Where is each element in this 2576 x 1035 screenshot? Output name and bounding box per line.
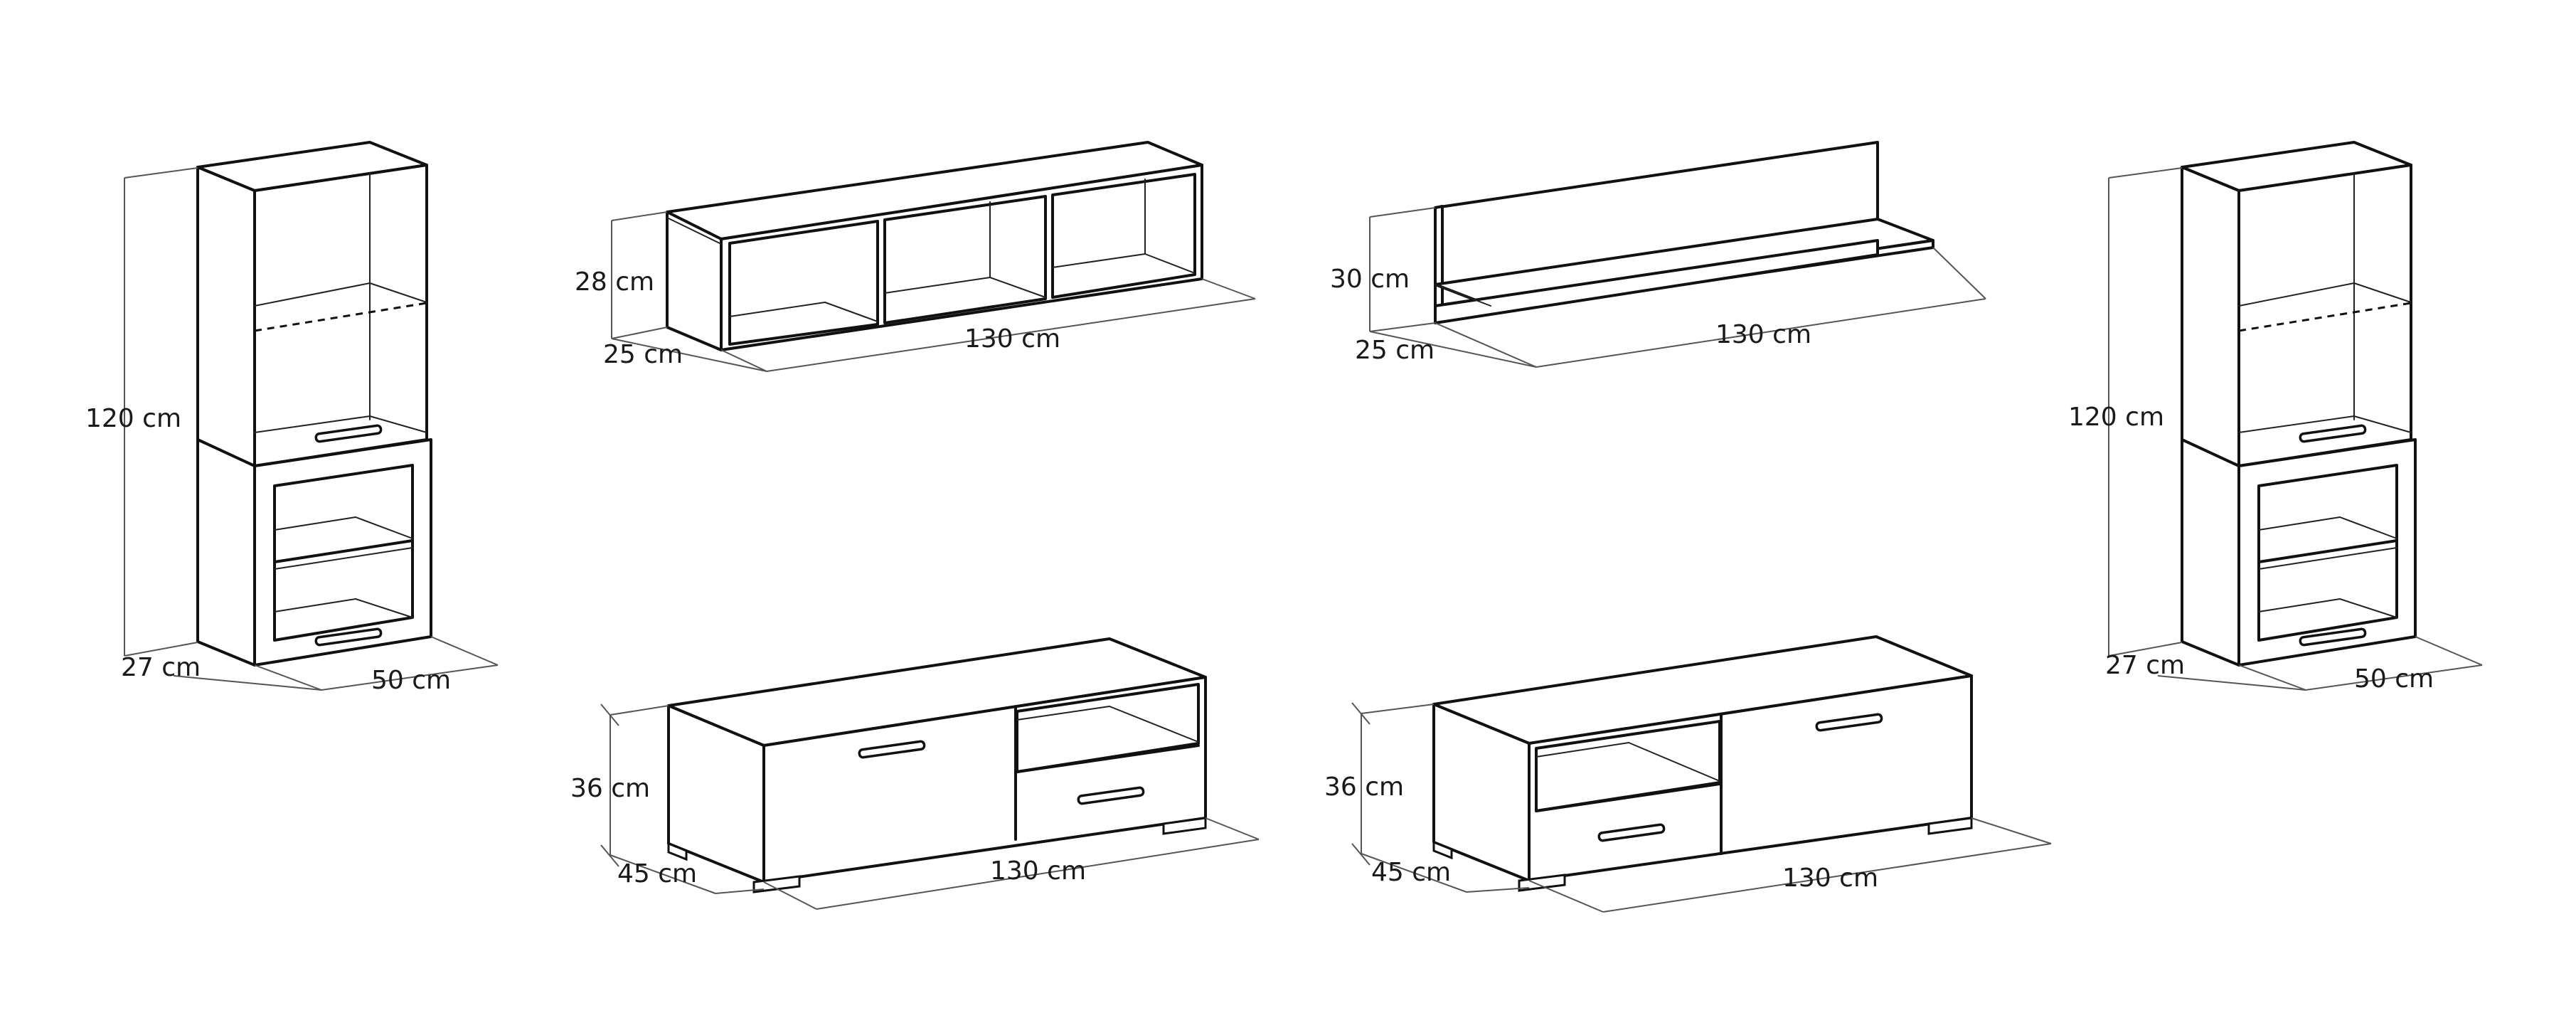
dim-height-label: 120 cm [85,404,181,433]
floating-shelf: 30 cm 25 cm 130 cm [1330,141,1986,368]
door-handle [858,740,926,759]
stand-foot [667,842,688,861]
dim-width-label: 50 cm [2354,664,2434,694]
cabinet-handle [2299,627,2367,647]
cabinet-side [196,166,256,667]
dim-height-label: 36 cm [1324,773,1404,802]
dim-height-label: 30 cm [1330,265,1410,294]
cabinet-handle [314,424,383,443]
dim-height-label: 28 cm [575,267,654,297]
dim-depth-label: 27 cm [121,653,201,682]
drawer-handle [1077,786,1145,805]
dim-depth-label: 25 cm [1355,336,1435,365]
dim-width-label: 50 cm [371,666,451,695]
dim-depth-label: 45 cm [617,859,697,888]
cabinet-handle [314,627,383,647]
stand-foot [1518,874,1566,892]
dim-height-label: 120 cm [2068,403,2164,432]
tall-cabinet-left: 120 cm 27 cm 50 cm [85,141,499,695]
stand-foot [1927,817,1973,835]
cabinet-side [2181,166,2240,667]
open-wall-shelf: 28 cm 25 cm 130 cm [575,141,1256,372]
dim-depth-label: 25 cm [603,340,683,369]
dim-width-label: 130 cm [964,324,1060,354]
drawer-handle [1597,823,1666,842]
door-handle [1815,713,1883,732]
stand-foot [1432,840,1453,860]
tall-cabinet-right: 120 cm 27 cm 50 cm [2068,141,2483,694]
stand-foot [1162,817,1207,835]
dim-depth-label: 45 cm [1371,858,1451,887]
dim-height-label: 36 cm [570,774,650,803]
cabinet-handle [2299,424,2367,443]
shelf-bracket [1434,239,1879,324]
dim-width-label: 130 cm [990,856,1086,886]
stand-foot [752,875,801,893]
tv-stand-right: 36 cm 45 cm 130 cm [1324,635,2052,913]
dim-width-label: 130 cm [1782,864,1878,893]
dim-depth-label: 27 cm [2105,651,2185,680]
tv-stand-left: 36 cm 45 cm 130 cm [570,637,1260,910]
dim-width-label: 130 cm [1715,320,1811,349]
